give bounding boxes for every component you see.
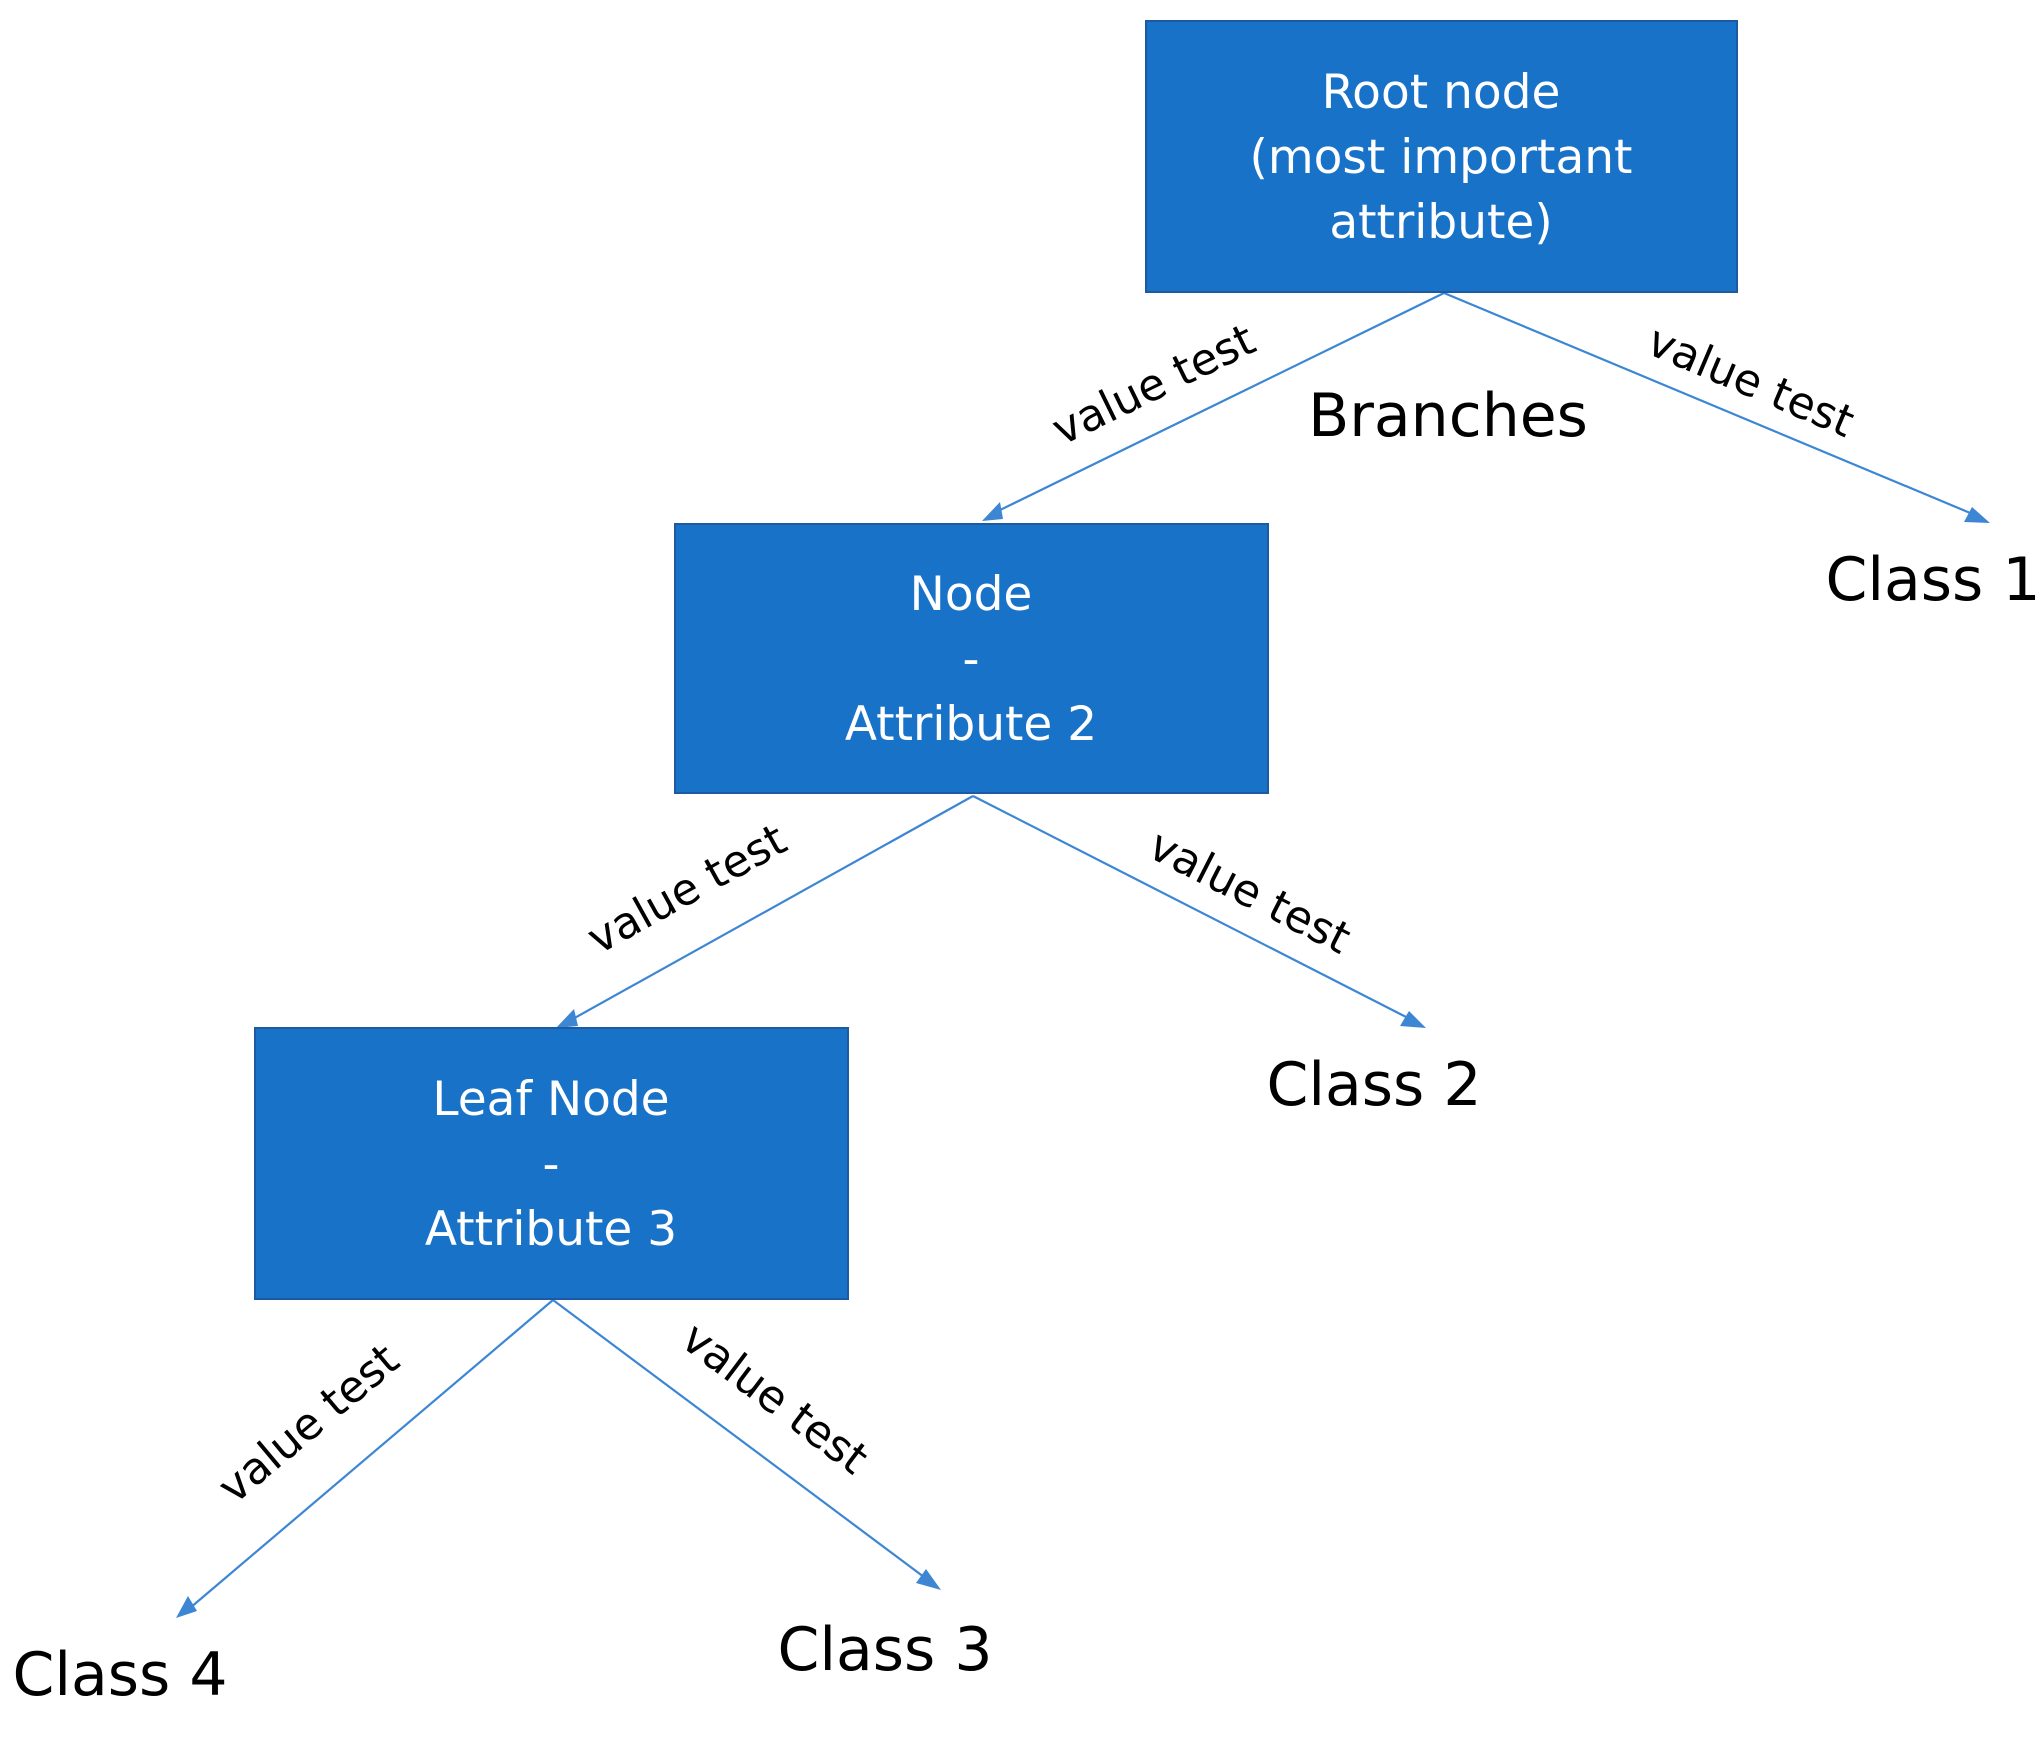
edges	[176, 291, 1990, 1618]
branches-label: Branches	[1308, 381, 1588, 451]
leaf-node-line1: Leaf Node	[432, 1072, 669, 1127]
arrowhead-icon	[1400, 1011, 1426, 1028]
edge-root-to-class1	[1443, 291, 1976, 517]
root-node-line3: attribute)	[1329, 195, 1552, 250]
attribute-node: Node - Attribute 2	[674, 523, 1269, 794]
edge-label-leaf-right: value test	[672, 1312, 877, 1484]
leaf-node-line2: -	[543, 1137, 560, 1192]
edge-label-root-right: value test	[1640, 315, 1861, 447]
edge-label-leaf-left: value test	[209, 1334, 409, 1514]
attribute-node-line1: Node	[910, 567, 1033, 622]
edge-label-node-left: value test	[579, 814, 795, 965]
edge-label-node-right: value test	[1141, 820, 1359, 965]
root-node-line1: Root node	[1322, 65, 1561, 120]
attribute-node-line3: Attribute 2	[845, 697, 1097, 752]
leaf-node-line3: Attribute 3	[425, 1202, 677, 1257]
edge-root-to-node	[995, 292, 1445, 513]
root-node-line2: (most important	[1250, 130, 1633, 185]
arrowhead-icon	[982, 502, 1003, 521]
edge-leaf-to-class3	[552, 1299, 929, 1581]
class-2-label: Class 2	[1266, 1050, 1481, 1120]
leaf-node-box	[254, 1027, 849, 1300]
class-1-label: Class 1	[1825, 545, 2040, 615]
class-4-label: Class 4	[12, 1640, 227, 1710]
edge-node-to-class2	[972, 795, 1413, 1021]
attribute-node-box	[674, 523, 1269, 794]
leaf-node: Leaf Node - Attribute 3	[254, 1027, 849, 1300]
attribute-node-line2: -	[963, 632, 980, 687]
edge-leaf-to-class4	[189, 1299, 554, 1609]
arrowhead-icon	[916, 1569, 941, 1590]
class-3-label: Class 3	[777, 1615, 992, 1685]
edge-node-to-leaf	[570, 795, 974, 1021]
root-node-box	[1145, 20, 1738, 293]
root-node: Root node (most important attribute)	[1145, 20, 1738, 293]
arrowhead-icon	[1964, 507, 1990, 523]
arrowhead-icon	[176, 1596, 197, 1618]
arrowhead-icon	[556, 1009, 578, 1028]
